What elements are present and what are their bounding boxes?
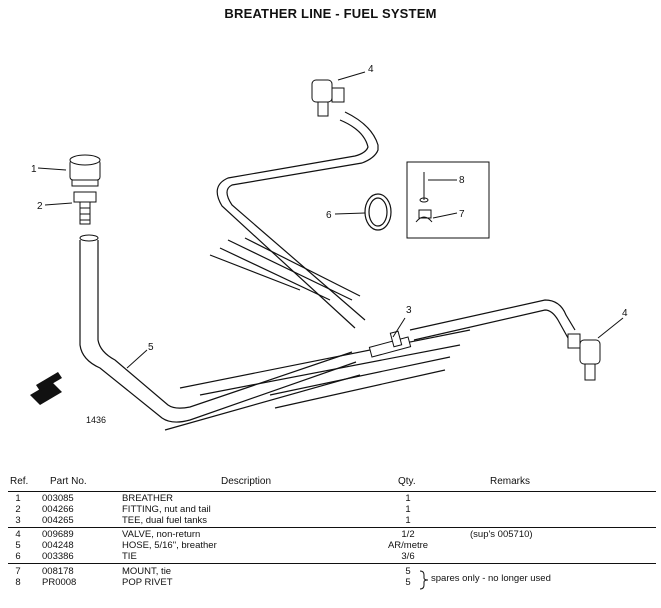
table-row: 2 004266 FITTING, nut and tail 1 — [0, 504, 661, 515]
guide-line — [269, 356, 451, 396]
guide-line — [244, 237, 361, 297]
hose-right-outer — [409, 299, 576, 331]
guide-line — [179, 329, 471, 389]
cell-desc: FITTING, nut and tail — [122, 504, 211, 515]
page-title: BREATHER LINE - FUEL SYSTEM — [224, 6, 437, 21]
tie-part — [364, 193, 392, 231]
cell-ref: 4 — [15, 529, 21, 540]
cell-ref: 2 — [15, 504, 21, 515]
hose-right-inner — [413, 309, 569, 341]
table-row: 7 008178 MOUNT, tie 5 — [0, 566, 661, 577]
cell-desc: TIE — [122, 551, 137, 562]
header-divider — [8, 491, 656, 492]
guide-line — [219, 247, 331, 301]
cell-part: PR0008 — [42, 577, 77, 588]
callout-8: 8 — [459, 175, 465, 186]
table-row: 5 004248 HOSE, 5/16", breather AR/metre — [0, 540, 661, 551]
valve-part-right — [567, 333, 601, 381]
table-row: 1 003085 BREATHER 1 — [0, 493, 661, 504]
inset-box — [406, 161, 490, 239]
guide-line — [164, 374, 361, 431]
cell-remarks: (sup's 005710) — [470, 529, 533, 540]
callout-5: 5 — [148, 342, 154, 353]
callout-labels: 1 2 3 4 4 5 6 7 8 — [31, 64, 628, 353]
cell-qty: AR/metre — [387, 540, 429, 551]
breather-part — [69, 154, 101, 187]
row-divider — [8, 527, 656, 528]
cell-desc: HOSE, 5/16", breather — [122, 540, 217, 551]
cell-desc: VALVE, non-return — [122, 529, 201, 540]
callout-4-top: 4 — [368, 64, 374, 75]
cell-qty: 3/6 — [401, 551, 415, 562]
cell-part: 004248 — [42, 540, 74, 551]
parts-diagram: 1 2 3 4 4 5 6 7 8 1436 — [30, 64, 628, 431]
table-row: 3 004265 TEE, dual fuel tanks 1 — [0, 515, 661, 526]
header-remarks: Remarks — [490, 476, 531, 487]
cell-part: 004265 — [42, 515, 74, 526]
header-description: Description — [221, 476, 272, 487]
cell-desc: TEE, dual fuel tanks — [122, 515, 208, 526]
hose-left-outer — [79, 240, 357, 423]
figure-number: 1436 — [86, 415, 106, 425]
cell-qty: 1/2 — [401, 529, 415, 540]
row-divider — [8, 563, 656, 564]
callout-1: 1 — [31, 164, 37, 175]
tee-part — [368, 330, 412, 358]
table-row: 4 009689 VALVE, non-return 1/2 (sup's 00… — [0, 529, 661, 540]
guide-line — [209, 254, 301, 291]
hose-upper-inner — [216, 119, 369, 329]
group-remark: spares only - no longer used — [431, 573, 551, 584]
cell-part: 004266 — [42, 504, 74, 515]
header-part: Part No. — [50, 476, 87, 487]
cell-qty: 1 — [405, 515, 411, 526]
cell-ref: 7 — [15, 566, 21, 577]
cell-part: 003386 — [42, 551, 74, 562]
valve-part-top — [311, 79, 345, 117]
callout-2: 2 — [37, 201, 43, 212]
cell-ref: 5 — [15, 540, 21, 551]
fitting-part — [73, 191, 99, 242]
callout-6: 6 — [326, 210, 332, 221]
guide-line — [227, 239, 353, 301]
brace-icon — [419, 570, 429, 590]
cell-qty: 5 — [405, 566, 411, 577]
cell-part: 009689 — [42, 529, 74, 540]
hose-upper-outer — [226, 111, 379, 321]
header-qty: Qty. — [398, 476, 416, 487]
cell-ref: 1 — [15, 493, 21, 504]
table-row: 6 003386 TIE 3/6 — [0, 551, 661, 562]
cell-qty: 5 — [405, 577, 411, 588]
hose-left-inner — [97, 240, 353, 409]
cell-ref: 6 — [15, 551, 21, 562]
table-row: 8 PR0008 POP RIVET 5 — [0, 577, 661, 588]
guide-line — [274, 369, 446, 409]
callout-3: 3 — [406, 305, 412, 316]
cell-qty: 1 — [405, 504, 411, 515]
cell-desc: MOUNT, tie — [122, 566, 172, 577]
guide-line — [199, 344, 461, 396]
cell-desc: BREATHER — [122, 493, 174, 504]
header-ref: Ref. — [10, 476, 29, 487]
cell-ref: 8 — [15, 577, 21, 588]
cell-part: 008178 — [42, 566, 74, 577]
cell-qty: 1 — [405, 493, 411, 504]
cell-part: 003085 — [42, 493, 74, 504]
cell-ref: 3 — [15, 515, 21, 526]
direction-marker — [30, 372, 62, 405]
callout-7: 7 — [459, 209, 465, 220]
cell-desc: POP RIVET — [122, 577, 173, 588]
callout-4-right: 4 — [622, 308, 628, 319]
